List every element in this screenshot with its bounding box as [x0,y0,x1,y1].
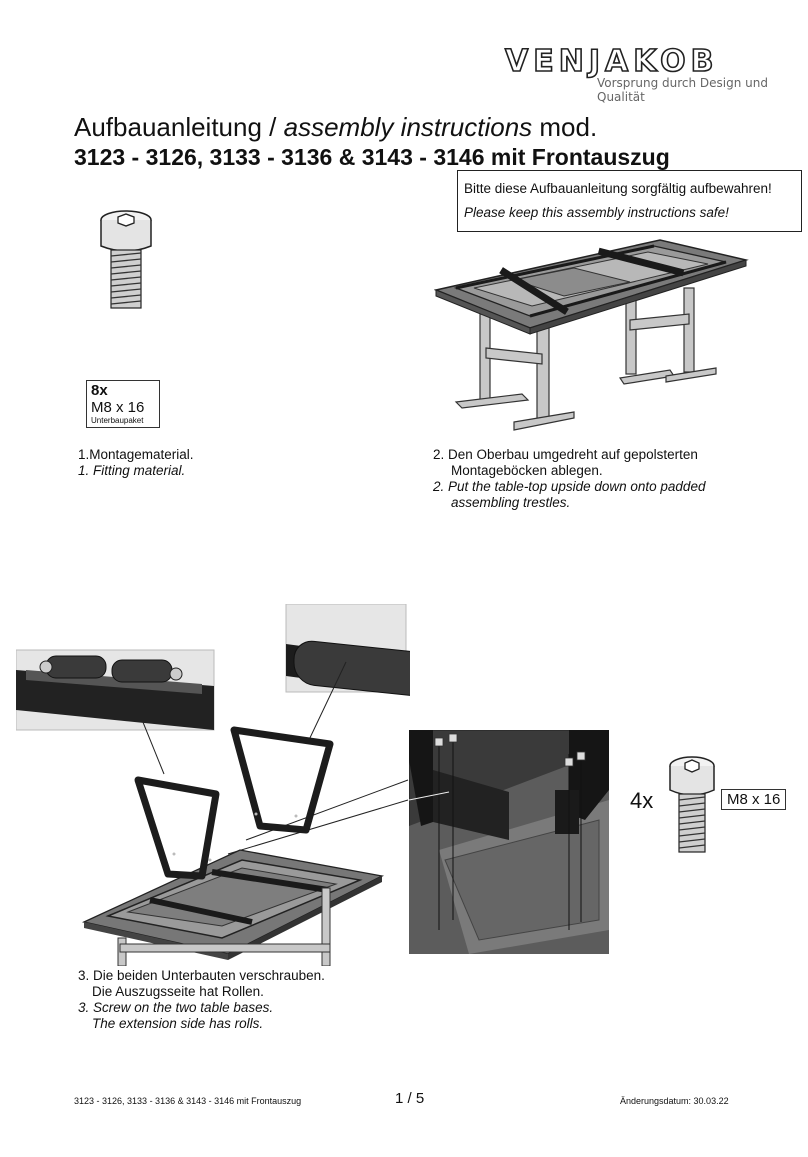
title-en: assembly instructions [283,112,533,142]
title-de: Aufbauanleitung / [74,112,284,142]
fitting-count: 8x [91,382,108,399]
fitting-note: Unterbaupaket [91,416,144,425]
step-3-text: 3. Die beiden Unterbauten verschrauben. … [78,968,325,1032]
step-1-de: 1.Montagematerial. [78,447,194,462]
step-1-text: 1.Montagematerial. 1. Fitting material. [78,447,194,479]
brand-logo: VENJAKOB [504,43,719,80]
step-2-en-2: assembling trestles. [451,495,571,510]
fitting-size: M8 x 16 [91,399,145,416]
table-base-assembly-illustration [16,604,410,966]
notice-box: Bitte diese Aufbauanleitung sorgfältig a… [457,170,802,232]
hex-socket-screw-icon [669,756,715,853]
brand-tagline: Vorsprung durch Design und Qualität [597,76,768,104]
step-3-en-1: 3. Screw on the two table bases. [78,1000,274,1015]
step-2-de-2: Montageböcken ablegen. [451,463,603,478]
footer-date: Änderungsdatum: 30.03.22 [620,1096,729,1106]
page-title: Aufbauanleitung / assembly instructions … [74,112,597,143]
step-2-en-1: 2. Put the table-top upside down onto pa… [433,479,706,494]
step-2-text: 2. Den Oberbau umgedreht auf gepolsterte… [433,447,705,511]
screw-count: 4x [630,788,654,813]
page-number: 1 / 5 [395,1090,425,1107]
screw-mounting-detail [409,730,609,954]
fitting-quantity-box: 8x M8 x 16 Unterbaupaket [86,380,160,428]
notice-de: Bitte diese Aufbauanleitung sorgfältig a… [464,181,772,196]
step-1-en: 1. Fitting material. [78,463,186,478]
screw-size-box: M8 x 16 [721,789,787,810]
step-3-de-1: 3. Die beiden Unterbauten verschrauben. [78,968,325,983]
table-upside-down-illustration [434,239,749,431]
step-3-en-2: The extension side has rolls. [92,1016,264,1031]
notice-en: Please keep this assembly instructions s… [464,205,729,220]
hex-socket-screw-icon [100,210,152,309]
footer-model: 3123 - 3126, 3133 - 3136 & 3143 - 3146 m… [74,1096,302,1106]
title-suffix: mod. [532,112,598,142]
step-3-de-2: Die Auszugsseite hat Rollen. [92,984,264,999]
model-title: 3123 - 3126, 3133 - 3136 & 3143 - 3146 m… [74,144,670,170]
step-2-de-1: 2. Den Oberbau umgedreht auf gepolsterte… [433,447,698,462]
brand-name: VENJAKOB [504,43,719,80]
